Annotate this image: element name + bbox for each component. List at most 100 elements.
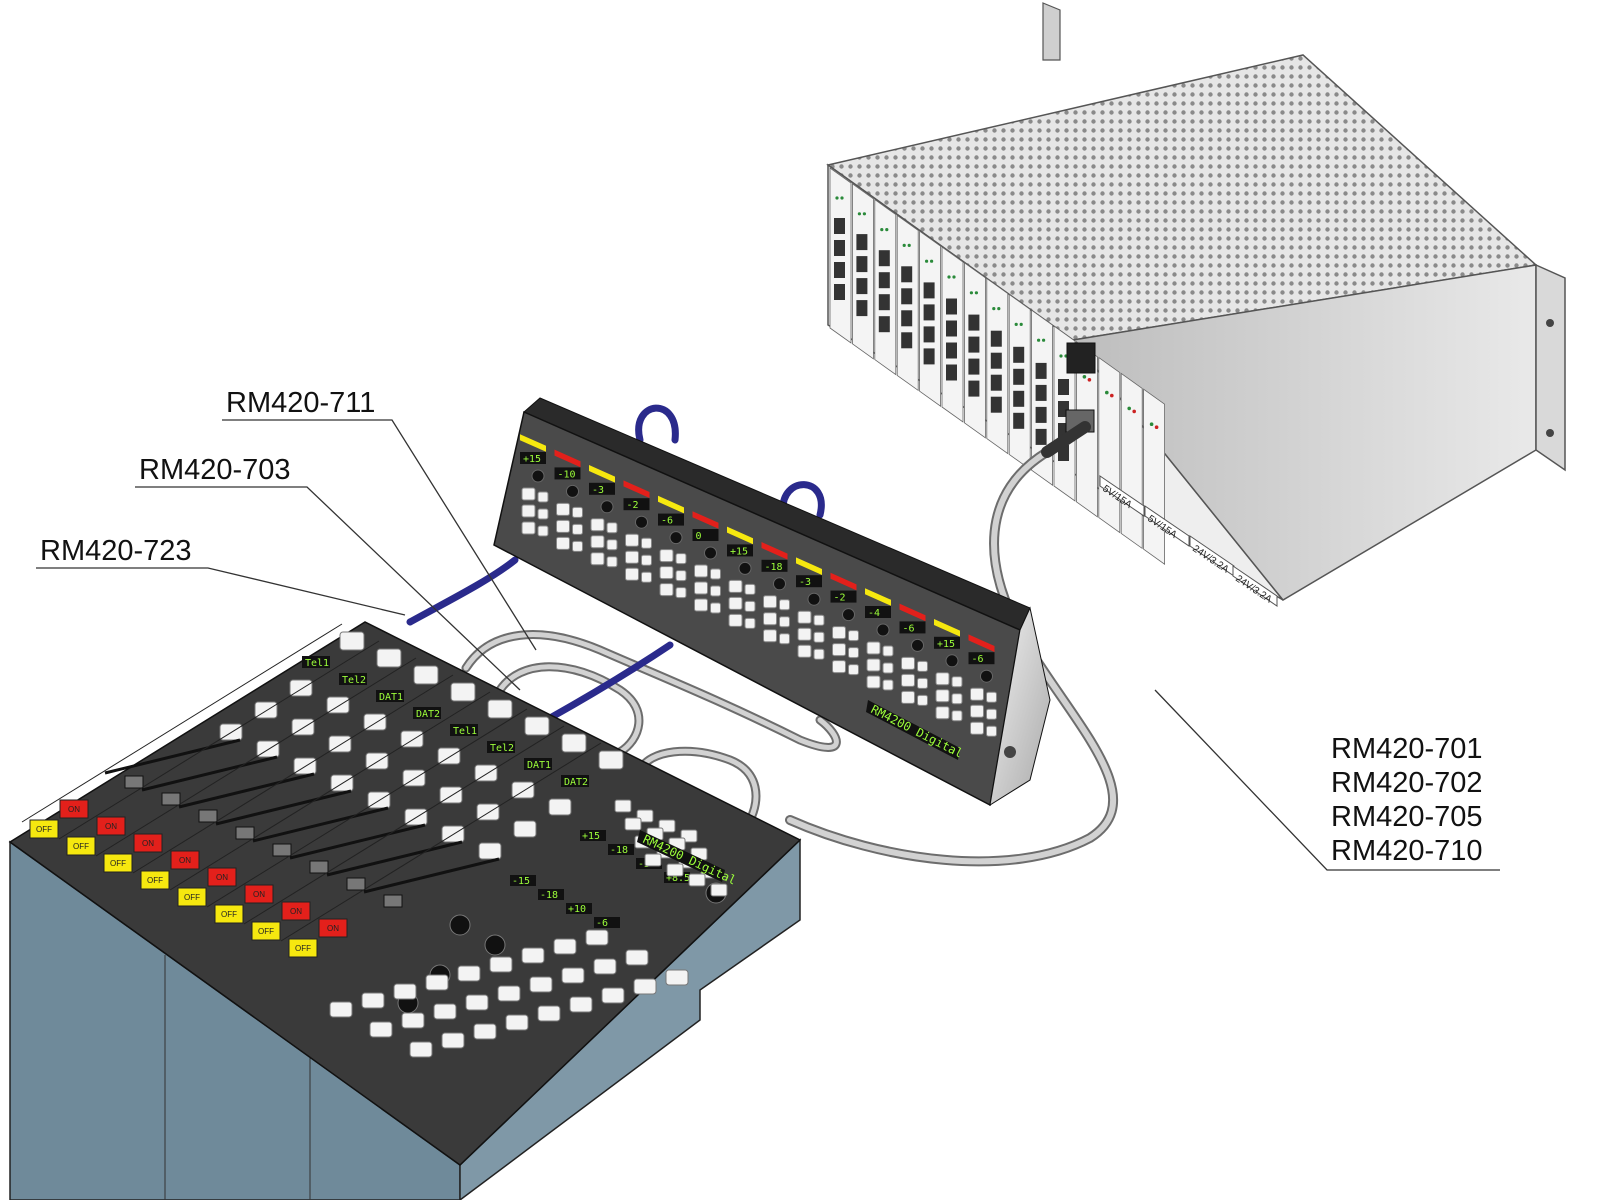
overbridge-key[interactable] bbox=[641, 554, 652, 566]
overbridge-key[interactable] bbox=[694, 564, 708, 578]
master-key[interactable] bbox=[569, 996, 593, 1013]
overbridge-key[interactable] bbox=[521, 521, 536, 535]
fader-knob[interactable] bbox=[124, 775, 144, 789]
rotary-knob-icon[interactable] bbox=[484, 934, 506, 956]
off-button[interactable] bbox=[29, 819, 59, 839]
master-key[interactable] bbox=[465, 994, 489, 1011]
master-key[interactable] bbox=[473, 1023, 497, 1040]
overbridge-key[interactable] bbox=[521, 487, 536, 501]
rotary-knob-icon[interactable] bbox=[876, 623, 890, 637]
overbridge-key[interactable] bbox=[763, 595, 777, 609]
overbridge-key[interactable] bbox=[659, 566, 674, 580]
strip-select-key[interactable] bbox=[598, 750, 624, 770]
overbridge-key[interactable] bbox=[970, 721, 984, 735]
overbridge-key[interactable] bbox=[901, 690, 915, 704]
off-button[interactable] bbox=[140, 870, 170, 890]
overbridge-key[interactable] bbox=[641, 571, 652, 583]
master-key[interactable] bbox=[593, 958, 617, 975]
overbridge-key[interactable] bbox=[744, 583, 756, 595]
master-key[interactable] bbox=[665, 969, 689, 986]
master-key[interactable] bbox=[537, 1005, 561, 1022]
overbridge-key[interactable] bbox=[935, 706, 950, 720]
master-key[interactable] bbox=[409, 1041, 433, 1058]
rotary-knob-icon[interactable] bbox=[807, 592, 821, 606]
overbridge-key[interactable] bbox=[590, 552, 605, 566]
master-key[interactable] bbox=[688, 873, 706, 887]
overbridge-key[interactable] bbox=[625, 567, 639, 581]
overbridge-key[interactable] bbox=[572, 523, 583, 535]
overbridge-key[interactable] bbox=[728, 596, 743, 610]
overbridge-key[interactable] bbox=[694, 598, 708, 612]
strip-key[interactable] bbox=[511, 781, 535, 799]
overbridge-key[interactable] bbox=[970, 704, 984, 718]
off-button[interactable] bbox=[288, 938, 318, 958]
overbridge-key[interactable] bbox=[986, 691, 997, 703]
overbridge-key[interactable] bbox=[917, 660, 928, 672]
overbridge-key[interactable] bbox=[556, 536, 570, 550]
master-key[interactable] bbox=[601, 987, 625, 1004]
fader-knob[interactable] bbox=[272, 843, 292, 857]
master-key[interactable] bbox=[401, 1012, 425, 1029]
rotary-knob-icon[interactable] bbox=[704, 546, 717, 560]
overbridge-key[interactable] bbox=[917, 694, 928, 706]
strip-key[interactable] bbox=[437, 747, 461, 765]
overbridge-key[interactable] bbox=[537, 525, 549, 537]
overbridge-key[interactable] bbox=[866, 675, 881, 689]
overbridge-key[interactable] bbox=[848, 630, 859, 642]
strip-select-key[interactable] bbox=[339, 631, 365, 651]
off-button[interactable] bbox=[177, 887, 207, 907]
overbridge-key[interactable] bbox=[675, 553, 687, 565]
master-key[interactable] bbox=[585, 929, 609, 946]
strip-select-key[interactable] bbox=[487, 699, 513, 719]
master-key[interactable] bbox=[710, 883, 728, 897]
master-key[interactable] bbox=[425, 974, 449, 991]
master-key[interactable] bbox=[633, 978, 657, 995]
overbridge-key[interactable] bbox=[694, 581, 708, 595]
overbridge-key[interactable] bbox=[590, 518, 605, 532]
overbridge-key[interactable] bbox=[832, 660, 846, 674]
overbridge-key[interactable] bbox=[935, 689, 950, 703]
overbridge-key[interactable] bbox=[744, 600, 756, 612]
master-key[interactable] bbox=[624, 817, 642, 831]
strip-select-key[interactable] bbox=[376, 648, 402, 668]
overbridge-key[interactable] bbox=[625, 550, 639, 564]
overbridge-key[interactable] bbox=[951, 676, 963, 688]
fader-knob[interactable] bbox=[309, 860, 329, 874]
overbridge-key[interactable] bbox=[728, 579, 743, 593]
rotary-knob-icon[interactable] bbox=[600, 500, 614, 514]
master-key[interactable] bbox=[329, 1001, 353, 1018]
overbridge-key[interactable] bbox=[779, 633, 790, 645]
fader-knob[interactable] bbox=[235, 826, 255, 840]
strip-key[interactable] bbox=[363, 713, 387, 731]
strip-key[interactable] bbox=[474, 764, 498, 782]
master-key[interactable] bbox=[489, 956, 513, 973]
overbridge-key[interactable] bbox=[537, 491, 549, 503]
fader-knob[interactable] bbox=[161, 792, 181, 806]
overbridge-key[interactable] bbox=[866, 658, 881, 672]
master-key[interactable] bbox=[457, 965, 481, 982]
master-key[interactable] bbox=[529, 976, 553, 993]
overbridge-key[interactable] bbox=[986, 708, 997, 720]
on-button[interactable] bbox=[96, 816, 126, 836]
overbridge-key[interactable] bbox=[606, 522, 618, 534]
overbridge-key[interactable] bbox=[986, 725, 997, 737]
overbridge-key[interactable] bbox=[556, 502, 570, 516]
overbridge-key[interactable] bbox=[763, 629, 777, 643]
on-button[interactable] bbox=[133, 833, 163, 853]
overbridge-key[interactable] bbox=[951, 693, 963, 705]
rotary-knob-icon[interactable] bbox=[531, 469, 545, 483]
strip-key[interactable] bbox=[548, 798, 572, 816]
off-button[interactable] bbox=[103, 853, 133, 873]
fader-knob[interactable] bbox=[346, 877, 366, 891]
on-button[interactable] bbox=[318, 918, 348, 938]
overbridge-key[interactable] bbox=[606, 556, 618, 568]
overbridge-key[interactable] bbox=[625, 533, 639, 547]
overbridge-key[interactable] bbox=[848, 664, 859, 676]
rotary-knob-icon[interactable] bbox=[635, 515, 648, 529]
overbridge-key[interactable] bbox=[866, 641, 881, 655]
overbridge-key[interactable] bbox=[813, 614, 825, 626]
rotary-knob-icon[interactable] bbox=[911, 638, 924, 652]
overbridge-key[interactable] bbox=[832, 626, 846, 640]
strip-key[interactable] bbox=[400, 730, 424, 748]
strip-select-key[interactable] bbox=[524, 716, 550, 736]
